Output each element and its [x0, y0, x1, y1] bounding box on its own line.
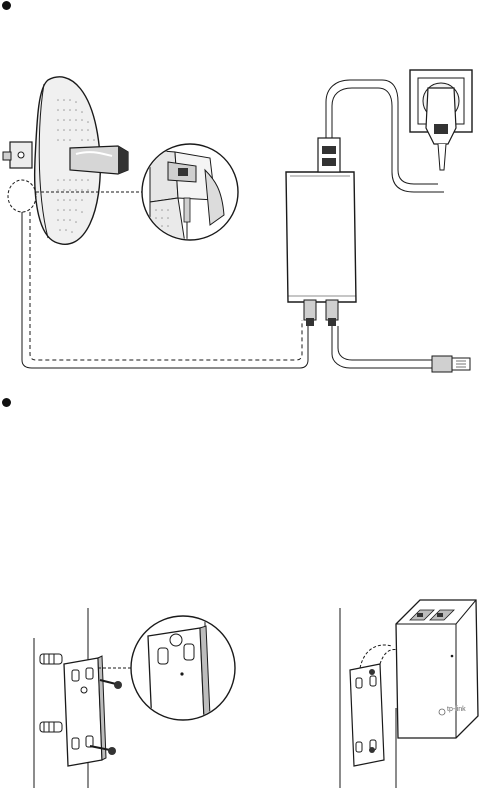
ethernet-connector-icon: [432, 356, 470, 372]
wall-anchor-icon: [40, 654, 62, 732]
mounting-diagram-svg: [0, 598, 479, 790]
section-bullet-mount: [2, 398, 11, 407]
brand-mark-text: tp-link: [447, 706, 466, 713]
mounting-plate-icon: [64, 656, 106, 766]
connection-diagram-svg: [0, 20, 479, 390]
plate-detail-zoom-icon: [131, 608, 235, 728]
mounting-diagram: tp-link: [0, 598, 479, 790]
lan-cable: [332, 326, 432, 368]
grounding-screw-detail-icon: [142, 144, 238, 250]
power-plug-icon: [426, 88, 456, 170]
wall-mounted-injector-icon: [350, 600, 478, 766]
connection-diagram: [0, 20, 479, 390]
poe-injector-icon: [286, 138, 356, 326]
section-bullet-connect: [2, 1, 11, 10]
antenna-port-callout: [8, 180, 36, 212]
